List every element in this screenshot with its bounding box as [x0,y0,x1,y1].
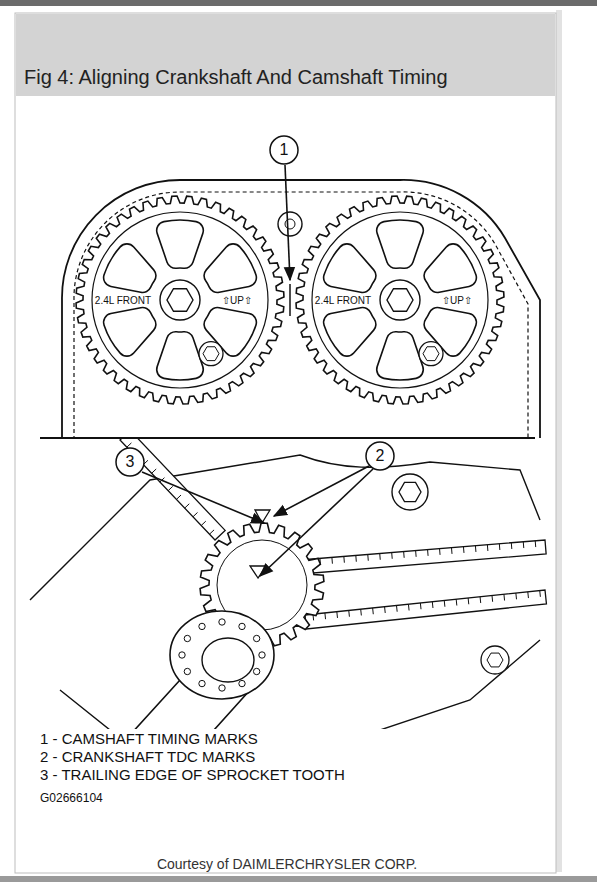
leader-line [142,472,264,523]
timing-belt [62,180,540,438]
panel-divider [40,437,535,439]
sprocket-text: 2.4L FRONT [314,295,372,306]
leader-line [285,165,290,280]
callout-number: 1 [280,141,289,159]
legend-line: 3 - TRAILING EDGE OF SPROCKET TOOTH [40,767,345,784]
cam-sprocket [296,196,504,404]
camshaft-panel [62,180,540,438]
header-band [16,14,555,96]
page-shadow [556,10,562,872]
callout-number: 2 [376,447,385,465]
legend-line: 1 - CAMSHAFT TIMING MARKS [40,731,258,748]
tdc-mark [250,510,270,578]
leader-line [260,469,373,576]
callout-number: 3 [126,453,135,471]
figure-title: Fig 4: Aligning Crankshaft And Camshaft … [24,66,448,88]
sprocket-text: ⇧UP⇧ [221,295,253,306]
engine-housing [30,455,540,729]
bottom-bar [0,876,597,882]
callout-circle [270,136,298,164]
callout-leaders [116,136,394,576]
cam-sprocket [76,196,284,404]
crankshaft-panel [30,439,546,729]
sprocket-text: 2.4L FRONT [94,295,152,306]
top-bar [0,0,597,6]
callout-circle [116,448,144,476]
sprocket-text: ⇧UP⇧ [441,295,473,306]
figure-code: G02666104 [40,792,103,805]
callout-circle [366,442,394,470]
belt-section [305,590,546,629]
belt-section [300,540,546,574]
legend-line: 2 - CRANKSHAFT TDC MARKS [40,749,255,766]
figure-caption: Courtesy of DAIMLERCHRYSLER CORP. [157,857,417,872]
leader-line [274,466,369,516]
page-frame [15,13,556,873]
crank-flange [170,611,274,699]
